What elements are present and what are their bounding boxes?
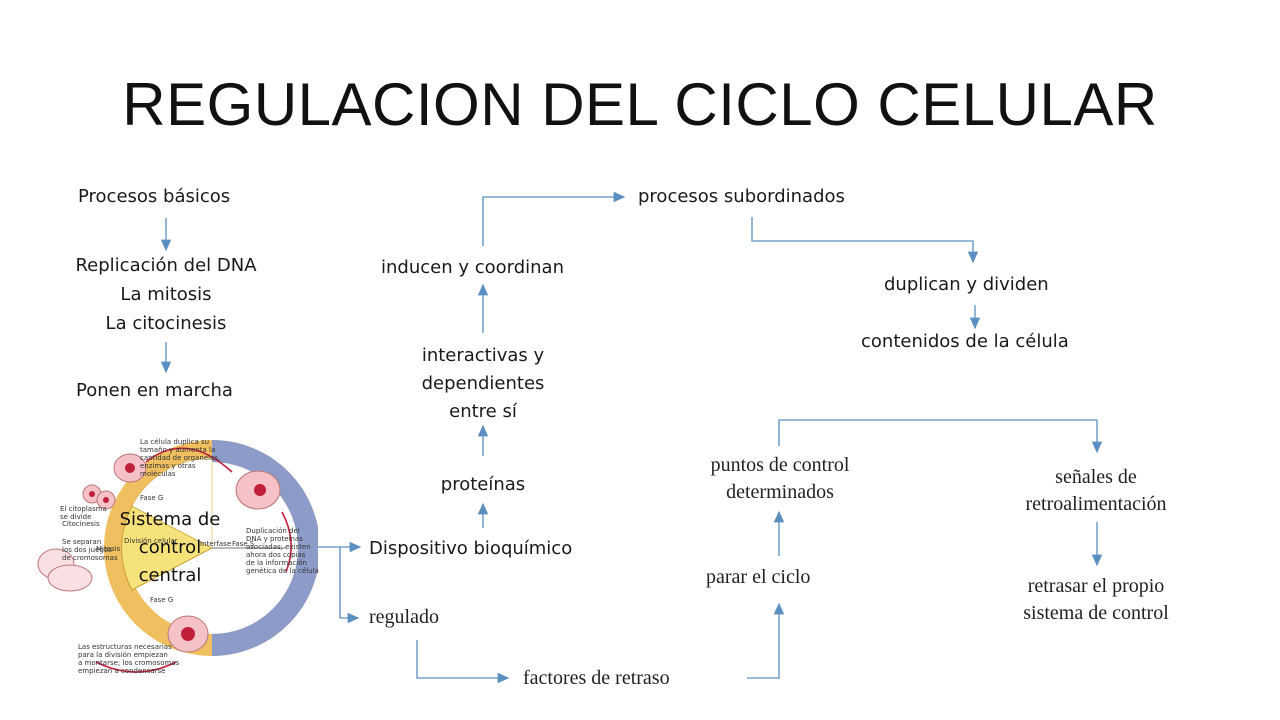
figure-label-interfase: Interfase — [200, 540, 232, 548]
cell-bottom — [167, 615, 209, 653]
label-ponen-en-marcha: Ponen en marcha — [76, 380, 233, 401]
fase-s-arc — [211, 440, 318, 656]
figure-label-fase-s: Fase S — [232, 540, 255, 548]
arrow-inducen-to-subordinados — [482, 191, 626, 246]
cell-top — [113, 453, 147, 483]
label-interactivas: interactivas y dependientes entre sí — [421, 345, 545, 422]
label-inducen-y-coordinan: inducen y coordinan — [381, 257, 564, 278]
label-proteinas: proteínas — [440, 474, 526, 495]
arrow-regulado-to-factores — [416, 640, 510, 684]
label-retrasar-sistema: retrasar el propio sistema de control — [1023, 575, 1169, 624]
label-factores-de-retraso: factores de retraso — [523, 667, 670, 689]
label-senales-retroalimentacion: señales de retroalimentación — [1025, 466, 1167, 515]
label-procesos-subordinados: procesos subordinados — [638, 186, 845, 207]
label-duplican-y-dividen: duplican y dividen — [884, 274, 1049, 295]
figure-label-citocinesis: Citocinesis — [62, 520, 100, 528]
label-mitosis: La mitosis — [120, 284, 212, 305]
label-puntos-de-control: puntos de control determinados — [710, 454, 850, 503]
label-dispositivo-bioquimico: Dispositivo bioquímico — [369, 538, 573, 559]
figure-label-mitosis: Mitosis — [96, 545, 121, 553]
label-regulado: regulado — [369, 606, 439, 628]
cell-left-small — [82, 484, 116, 510]
label-procesos-basicos: Procesos básicos — [78, 186, 231, 207]
label-parar-el-ciclo: parar el ciclo — [706, 566, 811, 588]
cell-top-right — [235, 470, 281, 510]
page-title: REGULACION DEL CICLO CELULAR — [122, 71, 1158, 138]
figure-label-fase-g-bottom: Fase G — [150, 596, 174, 604]
label-contenidos-celula: contenidos de la célula — [861, 331, 1069, 352]
label-sistema-de-control: Sistema de control central — [119, 509, 221, 586]
mitosis-wedge — [121, 505, 214, 591]
figure-label-fase-g-top: Fase G — [140, 494, 164, 502]
arrow-figure-to-regulado — [339, 547, 360, 624]
label-citocinesis: La citocinesis — [105, 313, 227, 334]
arrow-puntos-to-senales — [778, 419, 1103, 454]
label-replicacion: Replicación del DNA — [75, 255, 257, 276]
cell-cycle-figure — [37, 440, 318, 673]
arrow-subordinados-to-duplican — [751, 217, 979, 264]
arrow-factores-to-parar — [747, 602, 785, 679]
cell-left-divide — [37, 548, 93, 592]
figure-label-division: División celular — [124, 537, 178, 545]
